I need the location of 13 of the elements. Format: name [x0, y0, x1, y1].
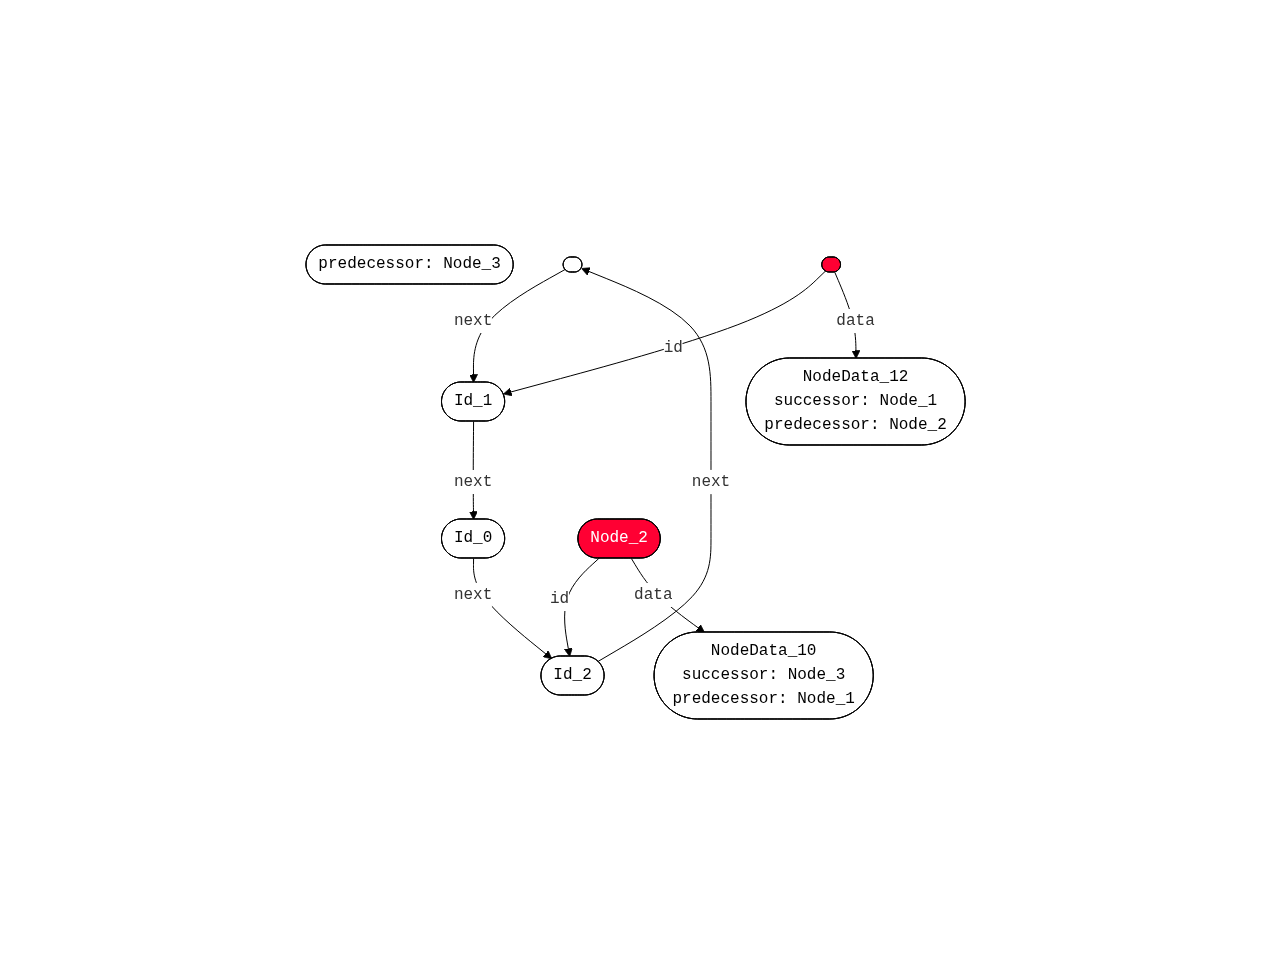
edge-label: next [692, 472, 731, 491]
edge-label: data [836, 311, 876, 330]
arrow [581, 266, 712, 662]
edge-label: next [454, 311, 493, 330]
arrow [564, 557, 600, 657]
edge-label: next [454, 585, 493, 604]
arrow [469, 268, 567, 383]
edge-label: id [550, 589, 570, 608]
edge-label: next [454, 472, 493, 491]
arrow [503, 270, 827, 396]
arrow [631, 557, 706, 633]
edge-label: id [664, 338, 684, 357]
edge-label: data [634, 585, 673, 604]
